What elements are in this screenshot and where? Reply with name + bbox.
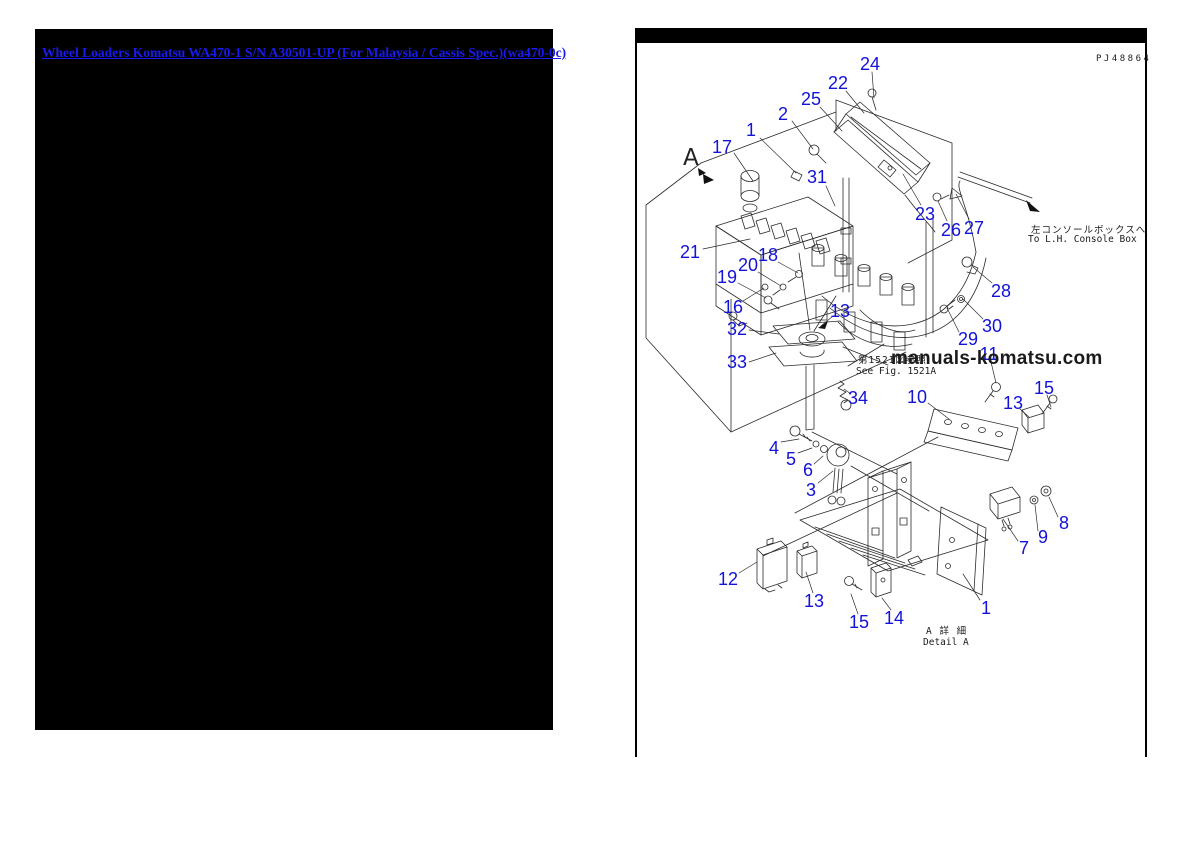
- diagram-left-border: [635, 28, 637, 757]
- sheet-code: PJ48864: [1096, 54, 1152, 64]
- console-note-jp: 左コンソールボックスへ: [1031, 225, 1147, 236]
- console-note-en: To L.H. Console Box: [1028, 234, 1137, 245]
- callout-29: 29: [957, 329, 979, 349]
- callout-30: 30: [981, 316, 1003, 336]
- callout-34: 34: [847, 388, 869, 408]
- exploded-diagram-drawing: [645, 71, 1059, 615]
- callout-32: 32: [726, 319, 748, 339]
- callout-19: 19: [716, 267, 738, 287]
- section-view-letter: A: [683, 145, 699, 171]
- callout-20: 20: [737, 255, 759, 275]
- callout-10: 10: [906, 387, 928, 407]
- callout-8: 8: [1058, 513, 1070, 533]
- callout-25: 25: [800, 89, 822, 109]
- callout-13: 13: [829, 301, 851, 321]
- callout-24: 24: [859, 54, 881, 74]
- callout-3: 3: [805, 480, 817, 500]
- callout-1: 1: [745, 120, 757, 140]
- left-black-panel: [35, 29, 553, 730]
- callout-31: 31: [806, 167, 828, 187]
- callout-15: 15: [848, 612, 870, 632]
- callout-23: 23: [914, 204, 936, 224]
- callout-33: 33: [726, 352, 748, 372]
- callout-7: 7: [1018, 538, 1030, 558]
- callout-17: 17: [711, 137, 733, 157]
- diagram-sheet: PJ48864 A 左コンソールボックスへ To L.H. Console Bo…: [635, 28, 1149, 757]
- callout-11: 11: [979, 344, 999, 364]
- callout-6: 6: [802, 460, 814, 480]
- callout-2: 2: [777, 104, 789, 124]
- fig-ref-jp: 第1521図参照: [858, 355, 927, 366]
- callout-21: 21: [679, 242, 701, 262]
- callout-9: 9: [1037, 527, 1049, 547]
- callout-16: 16: [722, 297, 744, 317]
- diagram-right-border: [1145, 28, 1147, 757]
- callout-13: 13: [803, 591, 825, 611]
- callout-28: 28: [990, 281, 1012, 301]
- diagram-top-bar: [635, 28, 1147, 43]
- breadcrumb-model-link[interactable]: Wheel Loaders Komatsu WA470-1 S/N A30501…: [42, 45, 567, 60]
- callout-27: 27: [963, 218, 985, 238]
- callout-1: 1: [980, 598, 992, 618]
- callout-22: 22: [827, 73, 849, 93]
- detail-label-jp: A 詳 細: [926, 626, 968, 637]
- detail-label-en: Detail A: [923, 637, 969, 648]
- callout-15: 15: [1033, 378, 1055, 398]
- callout-4: 4: [768, 438, 780, 458]
- callout-13: 13: [1002, 393, 1024, 413]
- callout-5: 5: [785, 449, 797, 469]
- callout-26: 26: [940, 220, 962, 240]
- fig-ref-en: See Fig. 1521A: [856, 366, 937, 377]
- watermark-text: manuals-komatsu.com: [891, 348, 1103, 369]
- callout-12: 12: [717, 569, 739, 589]
- callout-14: 14: [883, 608, 905, 628]
- callout-18: 18: [757, 245, 779, 265]
